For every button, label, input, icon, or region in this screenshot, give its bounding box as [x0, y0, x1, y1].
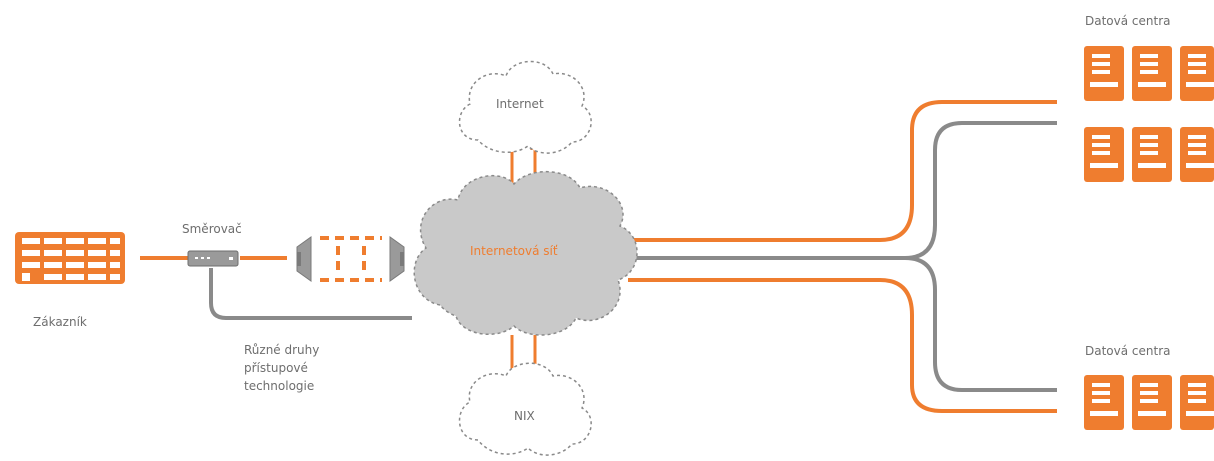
network-cloud-label: Internetová síť	[470, 244, 558, 258]
server-rack-icon	[1132, 127, 1172, 182]
server-rack-icon	[1084, 375, 1124, 430]
datacenter-bottom-servers	[1084, 375, 1214, 430]
access-tech-line-3: technologie	[244, 379, 315, 393]
customer-label: Zákazník	[33, 315, 87, 329]
router-icon	[187, 250, 239, 267]
nix-label: NIX	[514, 409, 535, 423]
customer-links	[140, 256, 412, 320]
building-grid-icon	[15, 232, 125, 284]
internet-label: Internet	[496, 97, 544, 111]
server-rack-icon	[1132, 46, 1172, 101]
datacenter-top-servers	[1084, 46, 1214, 182]
access-tech-line-1: Různé druhy	[244, 343, 320, 357]
server-rack-icon	[1132, 375, 1172, 430]
link-gray-bottom	[904, 256, 1057, 392]
datacenter-top-label: Datová centra	[1085, 14, 1171, 28]
internet-cloud	[458, 60, 592, 154]
server-rack-icon	[1180, 46, 1214, 101]
datacenter-bottom-label: Datová centra	[1085, 344, 1171, 358]
server-rack-icon	[1180, 375, 1214, 430]
link-orange-top	[628, 100, 1057, 242]
router-label: Směrovač	[182, 222, 242, 236]
nix-cloud	[458, 362, 592, 456]
access-tech-line-2: přístupové	[244, 361, 308, 375]
wireless-link-icon	[296, 236, 405, 282]
link-access-technology	[209, 268, 412, 320]
server-rack-icon	[1180, 127, 1214, 182]
server-rack-icon	[1084, 127, 1124, 182]
datacenter-links	[628, 100, 1057, 413]
server-rack-icon	[1084, 46, 1124, 101]
link-gray-top	[628, 121, 1057, 260]
link-orange-bottom	[628, 278, 1057, 413]
internet-network-cloud	[413, 171, 638, 336]
